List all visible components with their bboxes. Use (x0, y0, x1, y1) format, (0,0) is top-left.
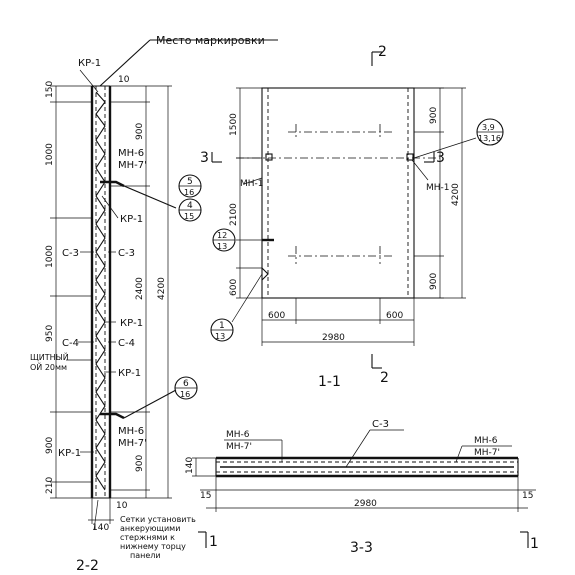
mn1-label-left: МН-1 (240, 179, 264, 189)
svg-text:16: 16 (184, 188, 194, 197)
dim-950: 950 (45, 325, 55, 342)
section-1-1 (211, 51, 477, 369)
mn7-label-bottom: МН-7' (118, 438, 147, 449)
svg-text:5: 5 (187, 177, 193, 187)
callout-4-15: 4 15 (178, 198, 202, 222)
callout-1-13: 1 13 (210, 318, 234, 342)
callout-6-16: 6 16 (174, 376, 198, 400)
dim-10-top: 10 (118, 75, 130, 85)
c3-label-right: С-3 (118, 248, 135, 259)
mn6-label-33-left: МН-6 (226, 430, 250, 440)
svg-text:13: 13 (217, 242, 227, 251)
c3-label-33: С-3 (372, 419, 389, 430)
formwork-line-1: ЩИТНЫЙ (30, 351, 69, 362)
dim-2400: 2400 (135, 277, 145, 300)
mn7-label-33-right: МН-7' (474, 448, 500, 458)
section-mark-1-right: 1 (530, 536, 539, 552)
section-mark-3-right: 3 (436, 150, 445, 166)
section-mark-1-left: 1 (209, 534, 218, 550)
section-3-3-title: 3-3 (350, 540, 373, 556)
dim-900-a: 900 (135, 123, 145, 140)
dim-140: 140 (92, 523, 109, 533)
dim-150: 150 (45, 81, 55, 98)
dim-210: 210 (45, 477, 55, 494)
svg-text:6: 6 (183, 379, 189, 389)
kr1-label-3: КР-1 (120, 318, 143, 329)
kr1-label-5: КР-1 (58, 448, 81, 459)
callout-39-1316: 3,9 13,16 (476, 118, 504, 146)
note-line-1: Сетки установить (120, 515, 196, 524)
dim-1000-b: 1000 (45, 245, 55, 268)
svg-text:15: 15 (184, 212, 194, 221)
dim-900-right-top: 900 (429, 107, 439, 124)
section-1-1-title: 1-1 (318, 374, 341, 390)
svg-text:4: 4 (187, 201, 193, 211)
dim-15-right: 15 (522, 491, 533, 501)
dim-2980-top: 2980 (322, 333, 345, 343)
anchor-mn6-bottom (100, 412, 125, 420)
note-line-3: стержнями к (120, 533, 175, 542)
mn7-label-top: МН-7' (118, 160, 147, 171)
mn6-label-top: МН-6 (118, 148, 144, 159)
dim-140-section: 140 (185, 457, 195, 474)
svg-text:16: 16 (180, 390, 190, 399)
section-3-3 (192, 429, 536, 548)
anchor-mn6-top (100, 180, 125, 188)
dim-900-b: 900 (135, 455, 145, 472)
note-line-2: анкерующими (120, 524, 180, 533)
dim-600-vertical: 600 (229, 279, 239, 296)
callout-5-16: 5 16 (178, 174, 202, 198)
svg-text:1: 1 (219, 321, 225, 331)
kr1-label-2: КР-1 (120, 214, 143, 225)
section-2-2-title: 2-2 (76, 558, 99, 574)
mn6-label-bottom: МН-6 (118, 426, 144, 437)
mn7-label-33-left: МН-7' (226, 442, 252, 452)
section-2-2 (50, 39, 278, 531)
dim-600-left: 600 (268, 311, 285, 321)
formwork-line-2: ОЙ 20мм (30, 361, 67, 372)
dim-900-right-bottom: 900 (429, 273, 439, 290)
dim-1500: 1500 (229, 113, 239, 136)
mn1-label-right: МН-1 (426, 183, 450, 193)
dim-2980-bottom: 2980 (354, 499, 377, 509)
dim-10-bottom: 10 (116, 501, 128, 511)
c3-label-left: С-3 (62, 248, 79, 259)
section-mark-2-top: 2 (378, 44, 387, 60)
kr1-label-4: КР-1 (118, 368, 141, 379)
dim-900-left: 900 (45, 437, 55, 454)
kr1-label-top: КР-1 (78, 58, 101, 69)
svg-text:13,16: 13,16 (478, 134, 501, 143)
dim-2100: 2100 (229, 203, 239, 226)
dim-4200-left: 4200 (157, 277, 167, 300)
svg-text:12: 12 (217, 231, 227, 240)
dim-15-left: 15 (200, 491, 211, 501)
svg-text:13: 13 (215, 332, 225, 341)
svg-text:3,9: 3,9 (482, 123, 495, 132)
note-line-4: нижнему торцу (120, 542, 186, 551)
callout-12-13: 12 13 (212, 228, 236, 252)
truss-kr1 (95, 91, 106, 491)
dim-4200-right: 4200 (451, 183, 461, 206)
mn6-label-33-right: МН-6 (474, 436, 498, 446)
section-mark-2-bottom: 2 (380, 370, 389, 386)
c4-label-right: С-4 (118, 338, 135, 349)
marking-place-label: Место маркировки (156, 34, 265, 47)
note-line-5: панели (130, 551, 161, 560)
dim-1000-a: 1000 (45, 143, 55, 166)
section-mark-3-left: 3 (200, 150, 209, 166)
dim-600-right: 600 (386, 311, 403, 321)
c4-label-left: С-4 (62, 338, 79, 349)
